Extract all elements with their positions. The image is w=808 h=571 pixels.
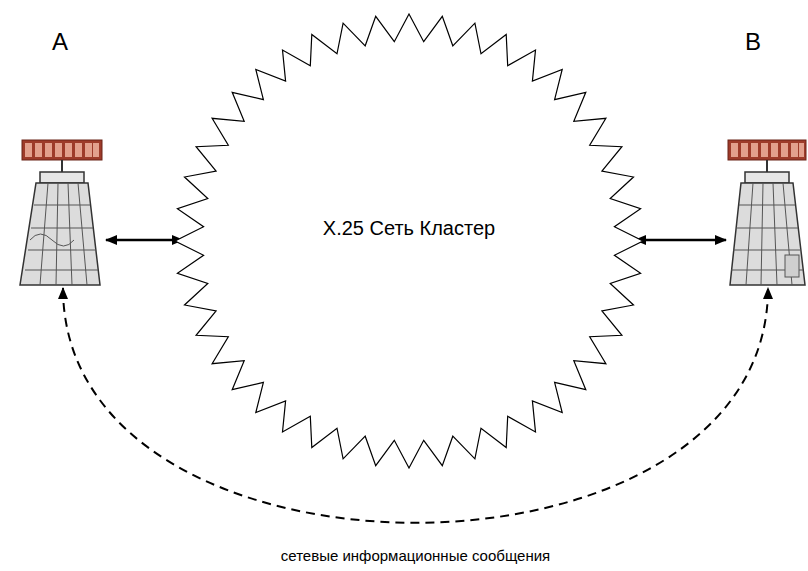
cloud-outline (173, 12, 645, 470)
network-name: X.25 Сеть Кластер (323, 217, 495, 240)
link-arrow (635, 239, 726, 242)
router-icon-a (20, 140, 102, 285)
router-label: B (745, 28, 761, 56)
link-arrow (106, 239, 183, 242)
router-label: A (52, 28, 68, 56)
router-node: B (726, 22, 806, 288)
edge-label: сетевые информационные сообщения (277, 547, 554, 564)
network-cloud: X.25 Сеть Кластер (173, 12, 645, 470)
router-icon-b (728, 140, 806, 285)
router-node: A (16, 22, 106, 288)
